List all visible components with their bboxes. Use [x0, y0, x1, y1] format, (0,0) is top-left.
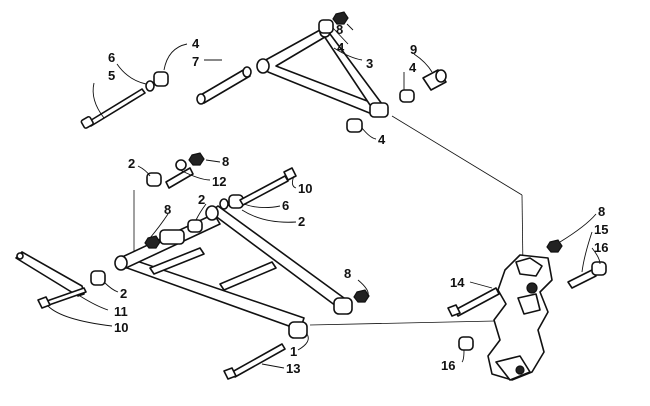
callout-16-lower-bushing: 16 — [441, 358, 455, 373]
leader-c2b — [195, 203, 207, 221]
callout-12-bolt: 12 — [212, 174, 226, 189]
sleeve-12-center — [159, 229, 185, 245]
callout-6-lower-washer: 6 — [282, 198, 289, 213]
bushing-4-lower — [346, 118, 363, 133]
callout-8-spindle-nut: 8 — [598, 204, 605, 219]
nut-8-lower-left — [144, 235, 161, 249]
callout-9-sleeve: 9 — [410, 42, 417, 57]
nut-8-upper — [332, 11, 349, 25]
callout-1-lower-arm: 1 — [290, 344, 297, 359]
bolt-14 — [447, 287, 500, 317]
leader-c8a — [346, 23, 354, 31]
callout-4-left-bushing: 4 — [192, 36, 200, 51]
bushing-16-lower — [458, 336, 474, 351]
leader-c12 — [179, 169, 211, 181]
callout-7-sleeve: 7 — [192, 54, 199, 69]
washer-6-lower — [219, 198, 229, 210]
callout-4-right-bushing: 4 — [409, 60, 417, 75]
callout-4-lower-bushing: 4 — [378, 132, 386, 147]
callout-16-upper-bushing: 16 — [594, 240, 608, 255]
callout-14-bolt: 14 — [450, 275, 465, 290]
callout-2-center-bushing: 2 — [198, 192, 205, 207]
callout-8-lower-left-nut: 8 — [164, 202, 171, 217]
bolt-10-upper — [239, 167, 297, 206]
callout-2-top-bushing: 2 — [128, 156, 135, 171]
leader-c9 — [413, 53, 433, 73]
leader-c3 — [333, 47, 363, 61]
leader-c8d — [357, 279, 369, 297]
link-11 — [15, 251, 85, 297]
leader-c4b — [163, 43, 188, 71]
sleeve-7 — [196, 66, 252, 105]
link-line-lower-arm — [309, 320, 496, 326]
callout-5-upper-bolt: 5 — [108, 68, 115, 83]
leader-c8e — [559, 213, 597, 243]
leader-c5 — [92, 82, 105, 119]
leader-c6b — [243, 203, 281, 209]
bushing-2-top — [146, 172, 162, 187]
nut-8-lower-right — [353, 289, 370, 303]
leader-c13 — [261, 363, 285, 369]
callout-11-link: 11 — [114, 304, 128, 319]
bushing-4-upper-left — [153, 71, 169, 87]
nut-8-lower-top — [188, 152, 205, 166]
callout-8-upper-nut: 8 — [336, 22, 343, 37]
callout-6-upper-washer: 6 — [108, 50, 115, 65]
callout-2-lower-left-bushing: 2 — [120, 286, 127, 301]
leader-c2c — [241, 209, 297, 223]
callout-4-upper-bushing: 4 — [337, 40, 345, 55]
bolt-5 — [80, 88, 146, 129]
bushing-2-lower-left — [90, 270, 106, 286]
leader-c6a — [116, 63, 147, 85]
bushing-4-top — [318, 19, 334, 34]
leader-c14 — [469, 281, 493, 289]
bolt-13 — [223, 343, 286, 380]
leader-c16a — [591, 247, 601, 265]
leader-c4a — [332, 27, 349, 45]
callout-8-lower-top-nut: 8 — [222, 154, 229, 169]
washer-6-upper — [145, 80, 155, 92]
sleeve-15 — [567, 269, 597, 289]
leader-c2d — [103, 281, 119, 293]
sleeve-9 — [422, 69, 447, 91]
leader-c4d — [361, 127, 377, 140]
callout-2-right-bushing: 2 — [298, 214, 305, 229]
leader-c15 — [581, 231, 593, 273]
spindle-knuckle — [487, 254, 553, 381]
link-line-upper-arm — [391, 115, 523, 196]
nut-8-spindle — [546, 239, 563, 253]
callout-3-upper-arm: 3 — [366, 56, 373, 71]
leader-c10b — [47, 305, 113, 327]
leader-c8b — [205, 159, 221, 163]
callout-13-bolt: 13 — [286, 361, 300, 376]
callout-10-lower-bolt: 10 — [114, 320, 128, 335]
bushing-16-upper — [591, 261, 607, 276]
leader-c10a — [291, 175, 297, 189]
leader-c16b — [461, 349, 465, 363]
callout-8-right-nut: 8 — [344, 266, 351, 281]
callout-15-sleeve: 15 — [594, 222, 608, 237]
leader-c2a — [137, 165, 151, 177]
bushing-2-center — [187, 219, 203, 233]
leader-c1 — [297, 333, 309, 351]
bolt-10-lower — [37, 287, 87, 309]
callout-10-upper-bolt: 10 — [298, 181, 312, 196]
lower-a-arm — [114, 205, 353, 339]
upper-a-arm — [256, 26, 389, 118]
bushing-4-right — [399, 89, 415, 103]
leader-c8c — [149, 213, 169, 239]
leader-c11 — [79, 295, 109, 311]
